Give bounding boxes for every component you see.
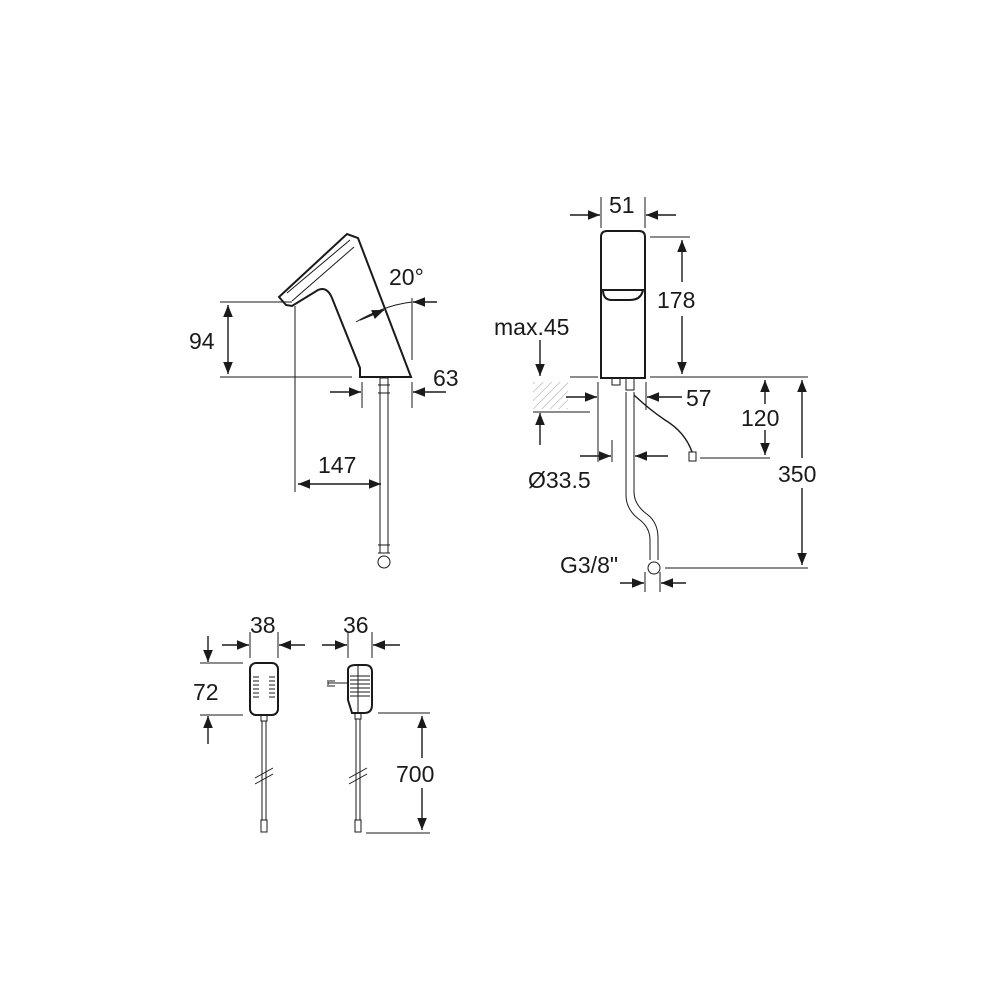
angle-arrow-left bbox=[359, 309, 385, 321]
label-120: 120 bbox=[741, 405, 779, 431]
label-38: 38 bbox=[250, 612, 276, 638]
faucet-side-body bbox=[277, 232, 413, 378]
label-700: 700 bbox=[396, 761, 434, 787]
faucet-front-body bbox=[600, 230, 646, 379]
label-20-deg: 20° bbox=[389, 264, 424, 290]
label-178: 178 bbox=[657, 287, 695, 313]
label-57: 57 bbox=[686, 385, 712, 411]
label-147: 147 bbox=[318, 452, 356, 478]
rigid-supply-pipe bbox=[625, 392, 659, 560]
supply-pipe bbox=[379, 377, 389, 554]
plug-pin bbox=[327, 680, 348, 687]
label-63: 63 bbox=[433, 365, 459, 391]
pipe-nut bbox=[377, 555, 391, 569]
plug-view: 36 700 bbox=[322, 612, 448, 834]
plug-body bbox=[347, 664, 373, 714]
label-350: 350 bbox=[778, 461, 816, 487]
power-unit-view: 38 72 bbox=[193, 612, 305, 833]
label-51: 51 bbox=[609, 192, 635, 218]
label-thread: G3/8" bbox=[560, 552, 618, 578]
sensor-cable bbox=[633, 394, 693, 453]
label-hole-diameter: Ø33.5 bbox=[528, 467, 591, 493]
counter-hatch bbox=[533, 382, 568, 409]
side-view: 94 147 63 20° bbox=[189, 232, 459, 569]
label-max45: max.45 bbox=[494, 314, 569, 340]
label-36: 36 bbox=[343, 612, 369, 638]
label-94: 94 bbox=[189, 328, 215, 354]
label-72: 72 bbox=[193, 679, 219, 705]
front-view: 51 178 max.45 57 120 350 Ø33.5 G3/8" bbox=[494, 192, 826, 592]
